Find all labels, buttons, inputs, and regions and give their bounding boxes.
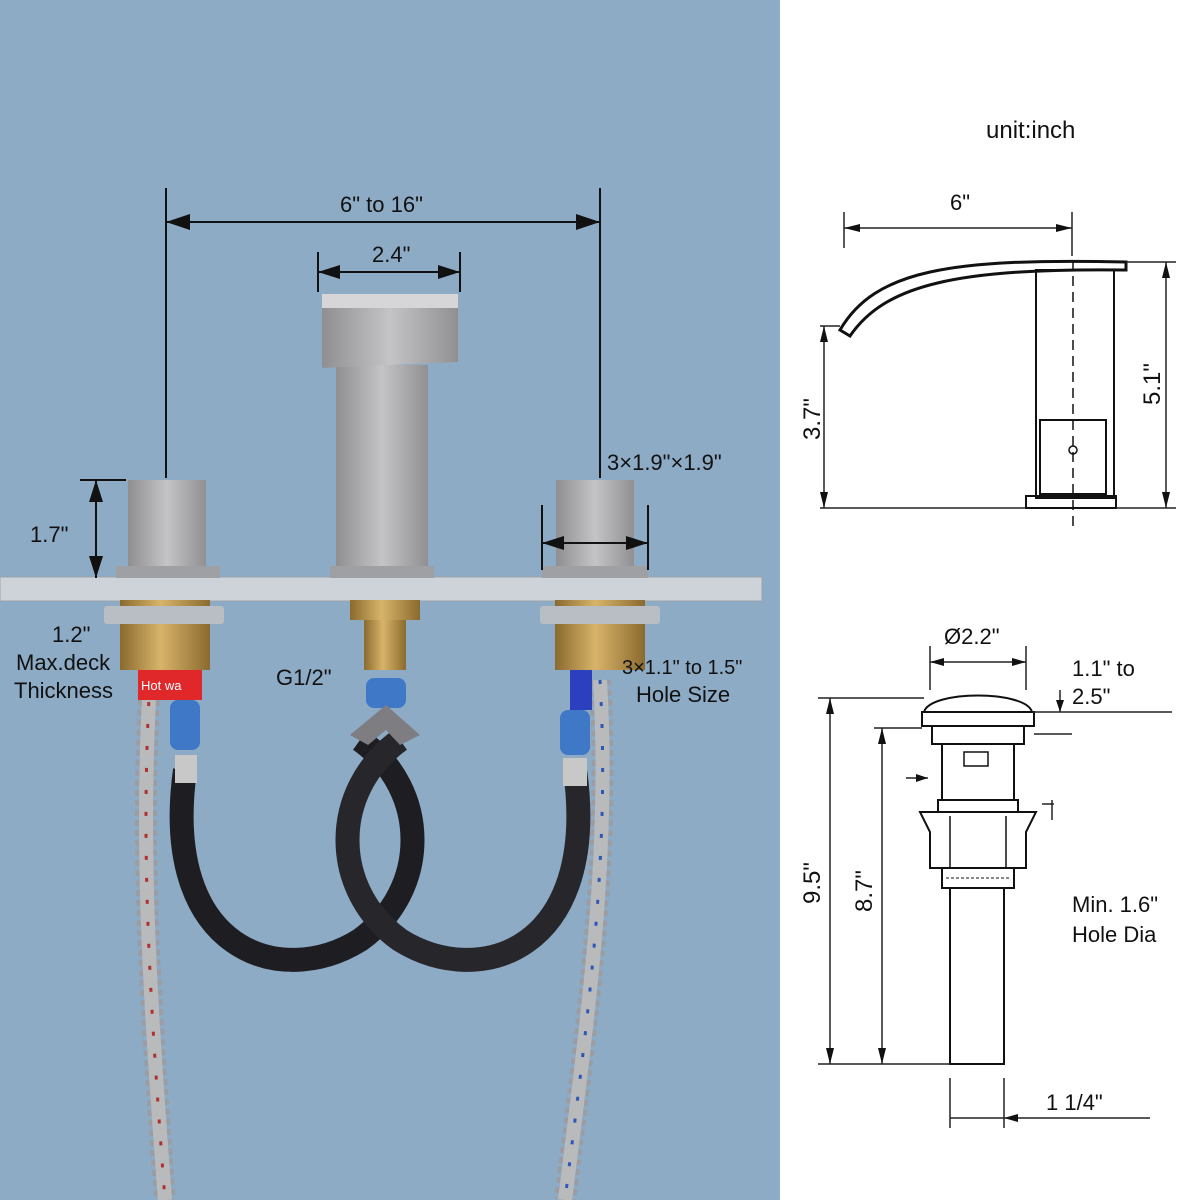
tail-diameter-label: 1 1/4" [1046, 1090, 1103, 1115]
hole-dia-line2: Hole Dia [1072, 922, 1157, 947]
handle-size-label: 3×1.9"×1.9" [607, 450, 722, 475]
hole-dia-line1: Min. 1.6" [1072, 892, 1158, 917]
spout-length-label: 6" [950, 190, 970, 215]
deck-thickness-line2: Thickness [14, 678, 113, 703]
deck-thickness-line1: Max.deck [16, 650, 111, 675]
total-length-label: 9.5" [799, 862, 826, 904]
deck-range-line1: 1.1" to [1072, 656, 1135, 681]
thread-label: G1/2" [276, 665, 332, 690]
dimension-lines [80, 188, 649, 578]
technical-drawings: unit:inch [799, 117, 1176, 1128]
technical-drawings-panel: unit:inch [780, 0, 1200, 1200]
faucet-photo-panel: Hot wa [0, 0, 780, 1200]
connector-hose-left [169, 730, 425, 972]
spout-height-label: 3.7" [799, 398, 826, 440]
sink-deck [0, 576, 763, 602]
drain-drawing [818, 646, 1172, 1128]
span-label: 6" to 16" [340, 192, 423, 217]
hole-size-line1: 3×1.1" to 1.5" [622, 657, 742, 679]
cap-diameter-label: Ø2.2" [944, 624, 1000, 649]
hot-handle [128, 480, 206, 568]
deck-range-line2: 2.5" [1072, 684, 1110, 709]
deck-thickness-value: 1.2" [52, 622, 90, 647]
faucet-photo-illustration: Hot wa [0, 188, 763, 1200]
spout-width-label: 2.4" [372, 242, 410, 267]
spout-body [336, 365, 428, 570]
cold-handle [556, 480, 634, 568]
total-height-label: 5.1" [1139, 363, 1166, 405]
hot-water-tag: Hot wa [141, 678, 182, 693]
hole-size-line2: Hole Size [636, 682, 730, 707]
connector-hose-right [335, 730, 591, 972]
handle-height-label: 1.7" [30, 522, 68, 547]
faucet-side-view [820, 212, 1176, 528]
unit-label: unit:inch [986, 117, 1075, 144]
spout-head [322, 294, 458, 368]
body-length-label: 8.7" [851, 870, 878, 912]
